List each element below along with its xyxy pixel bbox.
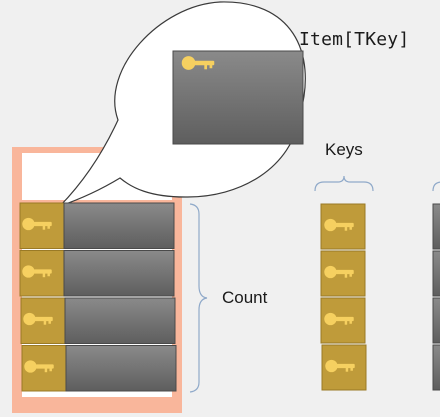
count-brace-icon bbox=[189, 203, 208, 393]
keys-brace-icon bbox=[314, 175, 374, 192]
item-indexer-label: Item[TKey] bbox=[299, 29, 410, 50]
value-cell bbox=[432, 250, 440, 297]
item-row bbox=[19, 202, 175, 249]
item-value-cell bbox=[65, 345, 177, 392]
item-value-cell bbox=[63, 250, 175, 297]
keys-label: Keys bbox=[325, 140, 363, 159]
values-stack bbox=[432, 203, 440, 391]
value-cell bbox=[432, 297, 440, 344]
keys-stack bbox=[320, 203, 367, 391]
value-cell bbox=[432, 344, 440, 391]
items-stack bbox=[19, 202, 177, 392]
item-row bbox=[21, 345, 177, 392]
zoom-callout bbox=[59, 1, 306, 207]
zoomed-item bbox=[172, 50, 304, 145]
item-row bbox=[20, 297, 176, 344]
item-row bbox=[19, 250, 175, 297]
item-value-cell bbox=[64, 297, 176, 344]
count-label: Count bbox=[222, 288, 268, 307]
values-brace-icon bbox=[432, 181, 440, 192]
item-value-cell bbox=[63, 202, 175, 249]
value-cell bbox=[432, 203, 440, 250]
